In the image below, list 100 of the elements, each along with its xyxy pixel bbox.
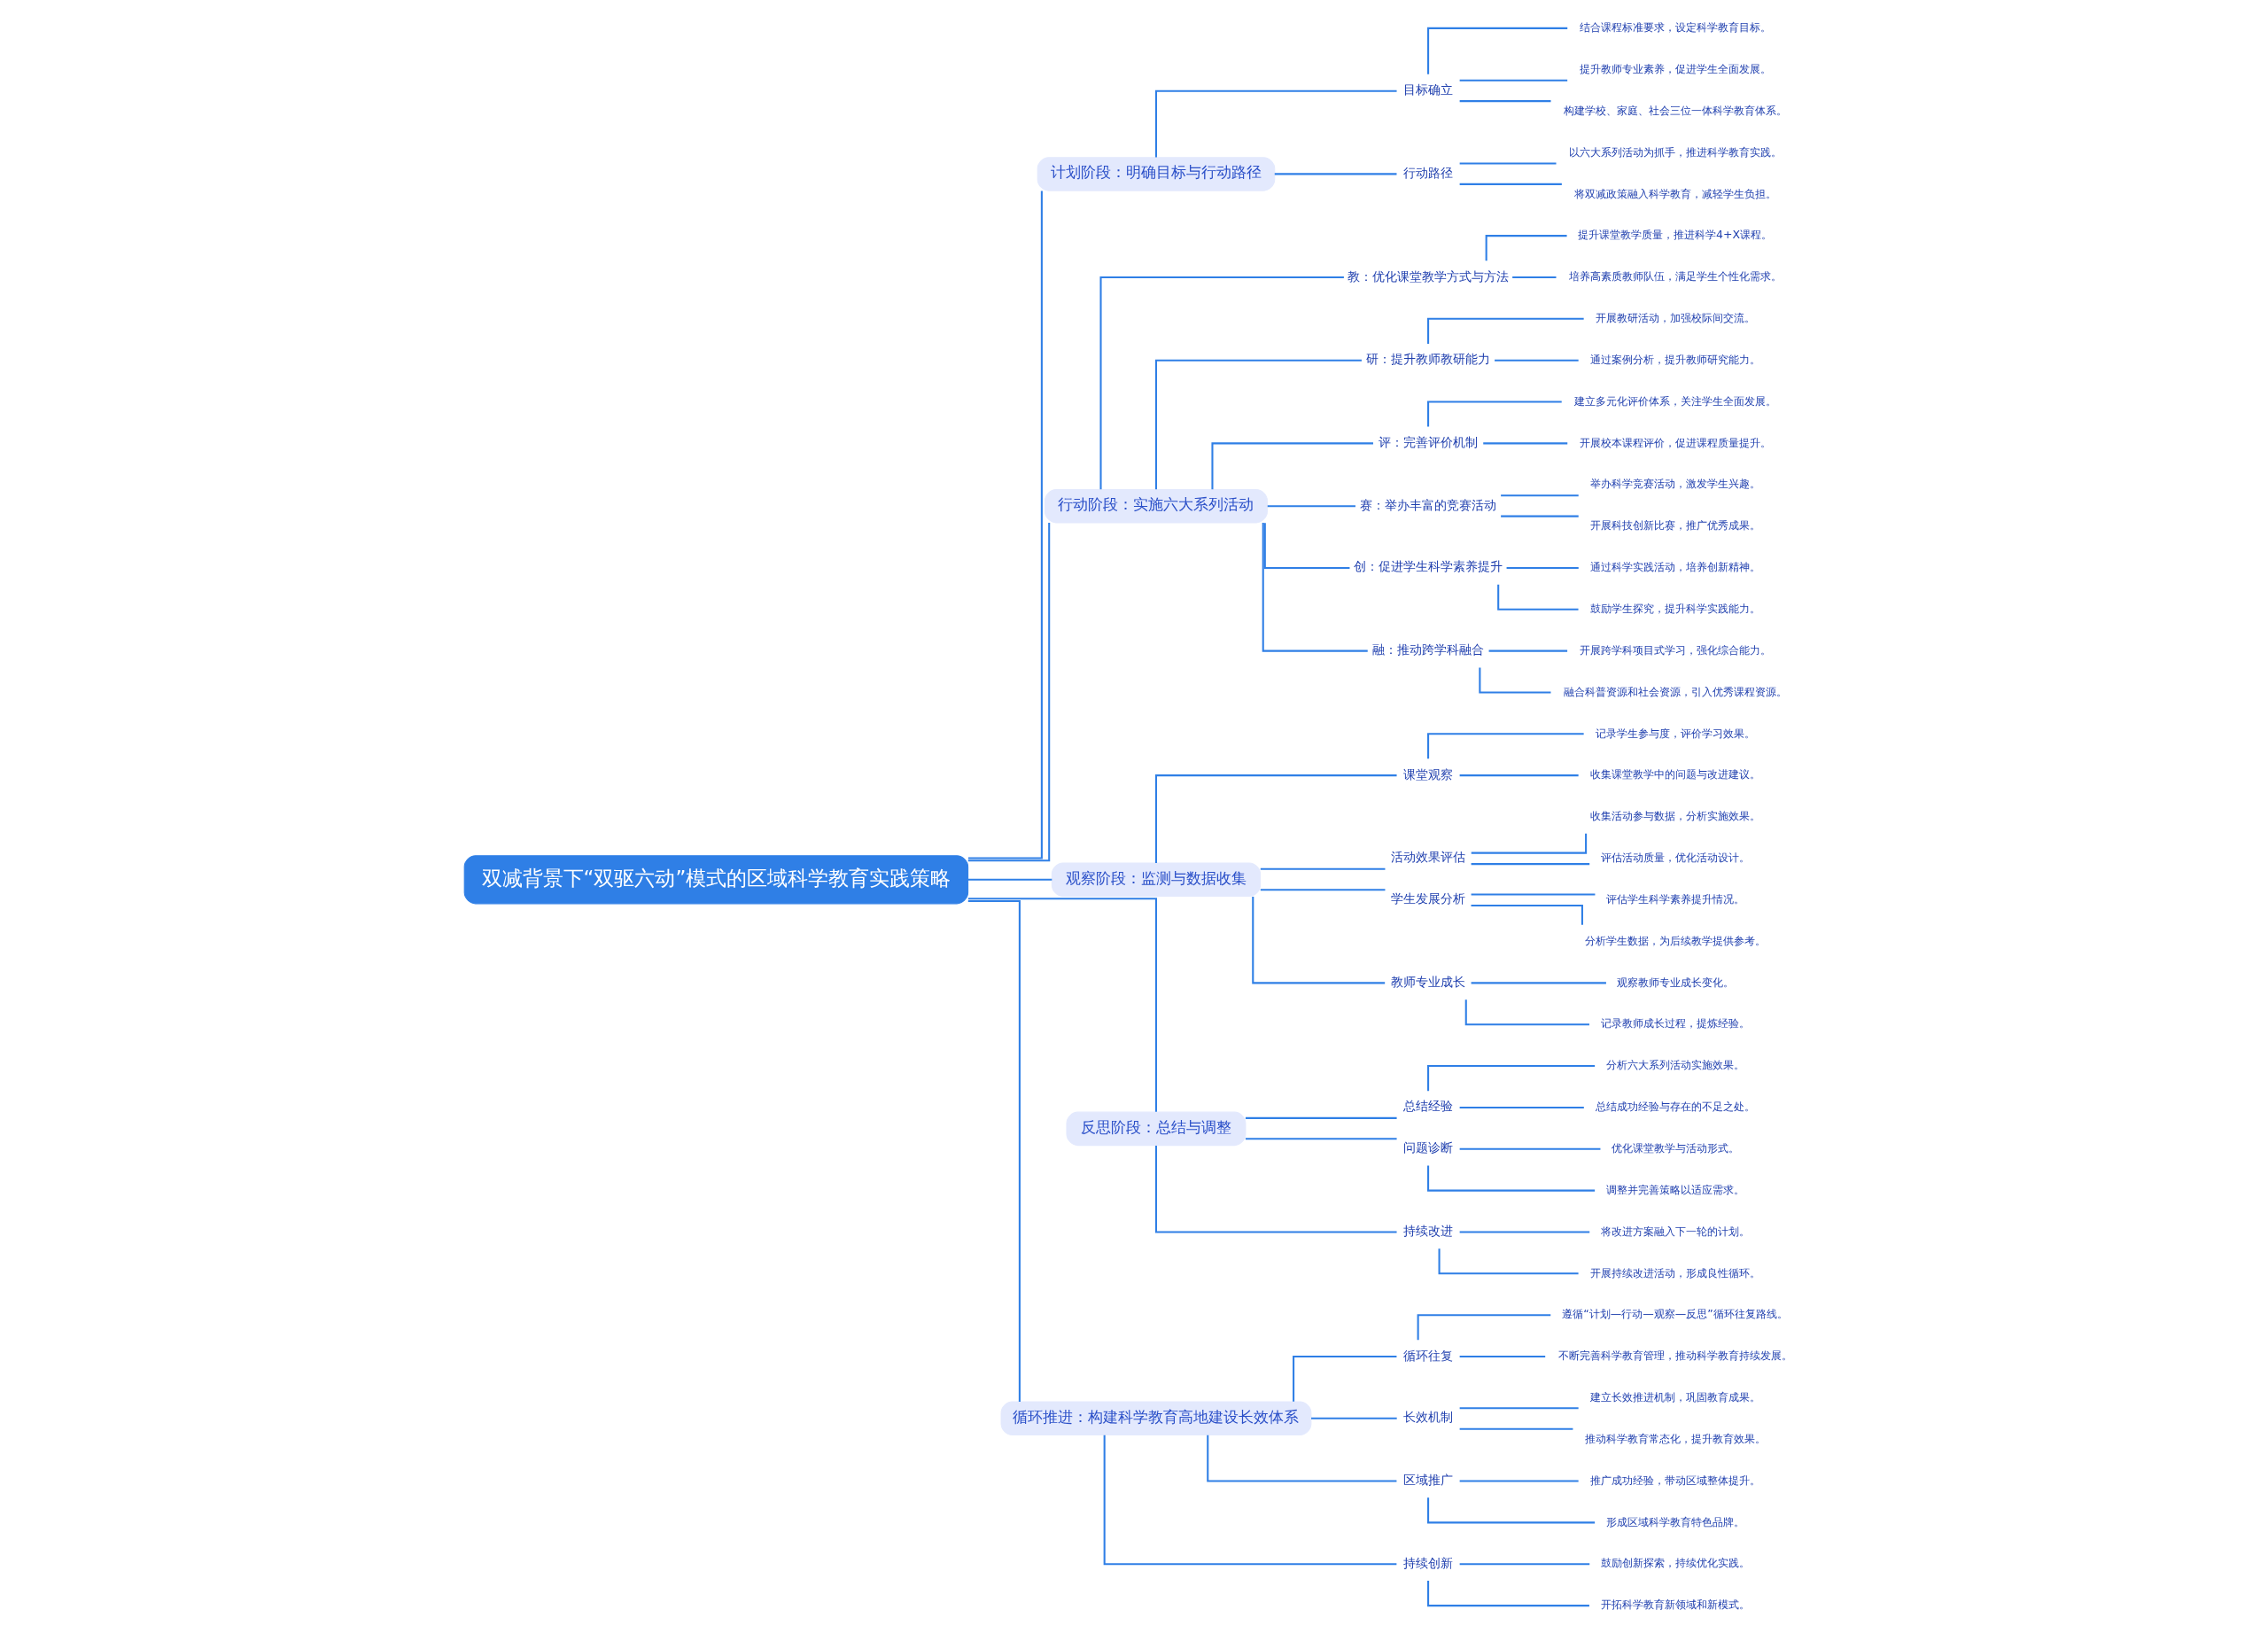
- connector: [1438, 1248, 1579, 1274]
- node-text: 举办科学竞赛活动，激发学生兴趣。: [1589, 476, 1760, 490]
- connector: [1426, 27, 1567, 74]
- node-text: 目标确立: [1402, 82, 1453, 97]
- connector: [967, 878, 1052, 881]
- node-text: 鼓励创新探索，持续优化实践。: [1600, 1555, 1750, 1569]
- node-text: 不断完善科学教育管理，推动科学教育持续发展。: [1557, 1348, 1792, 1362]
- node-text: 总结经验: [1402, 1098, 1453, 1113]
- node-text: 循环往复: [1402, 1348, 1453, 1363]
- node-box: 行动阶段：实施六大系列活动: [1044, 488, 1268, 523]
- node-text: 遵循“计划—行动—观察—反思”循环往复路线。: [1561, 1306, 1788, 1320]
- connector: [1459, 1406, 1579, 1409]
- connector: [1260, 867, 1385, 870]
- connector: [1471, 981, 1606, 984]
- node-box: 计划阶段：明确目标与行动路径: [1037, 156, 1275, 191]
- connector: [1459, 99, 1550, 102]
- node-text: 开展科技创新比赛，推广优秀成果。: [1589, 517, 1760, 532]
- node-text: 开拓科学教育新领域和新模式。: [1600, 1597, 1750, 1611]
- connector: [967, 899, 1021, 1402]
- node-text: 教师专业成长: [1390, 974, 1465, 989]
- connector: [1263, 522, 1349, 569]
- connector: [1417, 1313, 1550, 1340]
- connector: [967, 897, 1157, 1112]
- connector: [1426, 1580, 1589, 1606]
- connector: [1459, 774, 1579, 776]
- node-box: 反思阶段：总结与调整: [1065, 1111, 1246, 1146]
- node-text: 开展教研活动，加强校际间交流。: [1595, 310, 1755, 324]
- connector: [967, 522, 1050, 861]
- node-text: 推动科学教育常态化，提升教育效果。: [1584, 1431, 1766, 1445]
- node-box: 循环推进：构建科学教育高地建设长效体系: [1000, 1401, 1311, 1435]
- connector: [1292, 1355, 1396, 1402]
- node-text: 通过案例分析，提升教师研究能力。: [1589, 352, 1760, 366]
- node-text: 融合科普资源和社会资源，引入优秀课程资源。: [1563, 684, 1787, 698]
- connector: [1459, 79, 1567, 82]
- connector: [1464, 999, 1589, 1025]
- connector: [967, 190, 1043, 859]
- node-text: 分析六大系列活动实施效果。: [1605, 1057, 1744, 1071]
- connector: [1459, 183, 1562, 185]
- connector: [1426, 1064, 1595, 1091]
- connector: [1260, 888, 1385, 890]
- connector: [1245, 1137, 1397, 1139]
- connector: [1426, 732, 1584, 758]
- connector: [1251, 896, 1385, 984]
- connector: [1511, 276, 1556, 278]
- connector: [1471, 892, 1595, 895]
- node-text: 教：优化课堂教学方式与方法: [1347, 268, 1509, 284]
- node-text: 建立长效推进机制，巩固教育成果。: [1589, 1389, 1760, 1404]
- connector: [1210, 441, 1373, 489]
- node-text: 提升课堂教学质量，推进科学4+X课程。: [1577, 227, 1772, 241]
- node-text: 持续创新: [1402, 1555, 1453, 1570]
- connector: [1459, 1480, 1579, 1482]
- connector: [1154, 774, 1397, 863]
- node-text: 建立多元化评价体系，关注学生全面发展。: [1573, 393, 1776, 408]
- node-text: 评：完善评价机制: [1378, 434, 1478, 449]
- node-text: 活动效果评估: [1390, 849, 1465, 864]
- connector: [1459, 1562, 1589, 1565]
- connector: [1488, 649, 1567, 652]
- connector: [1482, 441, 1567, 444]
- node-text: 记录学生参与度，评价学习效果。: [1595, 726, 1755, 740]
- node-text: 开展跨学科项目式学习，强化综合能力。: [1579, 642, 1771, 657]
- connector: [1103, 1435, 1396, 1565]
- connector: [1274, 172, 1396, 175]
- node-text: 长效机制: [1402, 1409, 1453, 1424]
- connector: [1459, 1230, 1589, 1233]
- connector: [1262, 522, 1368, 652]
- connector: [1154, 1145, 1397, 1233]
- connector: [1459, 1427, 1573, 1430]
- connector: [1494, 359, 1579, 362]
- node-text: 学生发展分析: [1390, 890, 1465, 906]
- node-text: 总结成功经验与存在的不足之处。: [1595, 1099, 1755, 1113]
- node-text: 以六大系列活动为抓手，推进科学教育实践。: [1568, 144, 1782, 159]
- node-text: 收集课堂教学中的问题与改进建议。: [1589, 766, 1760, 781]
- node-box: 双减背景下“双驱六动”模式的区域科学教育实践策略: [463, 854, 968, 904]
- node-text: 构建学校、家庭、社会三位一体科学教育体系。: [1563, 103, 1787, 117]
- node-text: 问题诊断: [1402, 1139, 1453, 1155]
- node-text: 提升教师专业素养，促进学生全面发展。: [1579, 61, 1771, 75]
- connector: [1426, 1165, 1595, 1192]
- node-box: 观察阶段：监测与数据收集: [1051, 862, 1261, 897]
- connector: [1310, 1417, 1397, 1419]
- connector: [1206, 1435, 1396, 1482]
- connector: [1154, 89, 1397, 157]
- connector: [1099, 276, 1344, 489]
- node-text: 调整并完善策略以适应需求。: [1605, 1182, 1744, 1196]
- node-text: 结合课程标准要求，设定科学教育目标。: [1579, 19, 1771, 34]
- node-text: 创：促进学生科学素养提升: [1353, 558, 1503, 573]
- node-text: 融：推动跨学科融合: [1371, 642, 1484, 657]
- connector: [1459, 1355, 1545, 1357]
- node-text: 持续改进: [1402, 1223, 1453, 1238]
- node-text: 区域推广: [1402, 1472, 1453, 1487]
- node-text: 研：提升教师教研能力: [1365, 351, 1490, 366]
- connector: [1267, 504, 1355, 507]
- node-text: 分析学生数据，为后续教学提供参考。: [1584, 933, 1766, 947]
- connector: [1506, 566, 1579, 569]
- node-text: 记录教师成长过程，提炼经验。: [1600, 1015, 1750, 1030]
- connector: [1459, 1106, 1584, 1108]
- node-text: 行动路径: [1402, 165, 1453, 180]
- connector: [1500, 515, 1579, 517]
- node-text: 将双减政策融入科学教育，减轻学生负担。: [1573, 186, 1776, 200]
- node-text: 开展持续改进活动，形成良性循环。: [1589, 1265, 1760, 1279]
- node-text: 开展校本课程评价，促进课程质量提升。: [1579, 435, 1771, 449]
